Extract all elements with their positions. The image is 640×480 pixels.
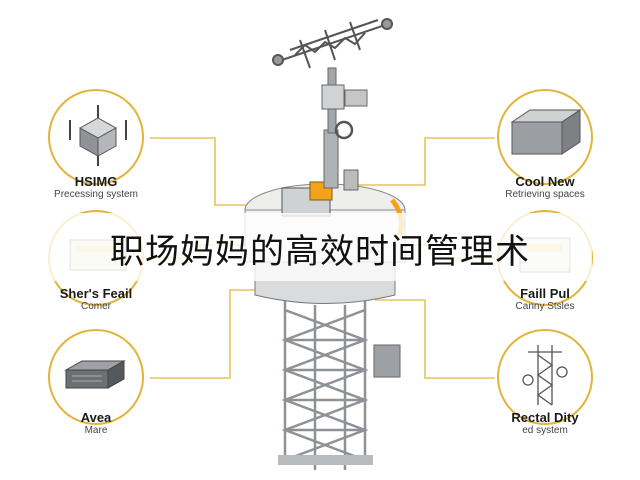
callout-label-5: Avea Mare	[26, 410, 166, 437]
callout-circle-6	[497, 329, 593, 425]
server-box-icon	[64, 360, 126, 389]
callout-title: Rectal Dity	[511, 410, 579, 425]
antenna-mast	[321, 67, 368, 189]
callout-subtitle: Comer	[80, 301, 111, 312]
callout-title: HSIMG	[74, 174, 118, 189]
processing-module-icon	[69, 105, 127, 166]
mini-tower-icon	[522, 345, 568, 406]
callout-label-6: Rectal Dity ed system	[475, 410, 615, 437]
antenna-array	[272, 18, 393, 69]
headline-banner	[48, 213, 592, 281]
callout-title: Avea	[80, 410, 112, 425]
callout-subtitle: Precessing system	[54, 189, 138, 200]
callout-label-4: Faill Pul Canny Stsles	[475, 286, 615, 313]
callout-subtitle: Mare	[84, 425, 108, 436]
cooling-box-icon	[510, 109, 582, 155]
headline-overlay-text: 职场妈妈的高效时间管理术	[110, 232, 530, 272]
callout-label-1: HSIMG Precessing system	[26, 174, 166, 201]
callout-subtitle: ed system	[522, 425, 568, 436]
tower-base-plate	[278, 455, 373, 465]
callout-title: Cool New	[515, 174, 575, 189]
callout-title: Faill Pul	[520, 286, 570, 301]
callout-subtitle: Canny Stsles	[515, 301, 575, 312]
control-unit	[281, 169, 359, 217]
callout-label-3: Sher's Feail Comer	[26, 286, 166, 313]
lattice-tower	[281, 300, 369, 470]
callout-subtitle: Retrieving spaces	[505, 189, 585, 200]
callout-label-2: Cool New Retrieving spaces	[475, 174, 615, 201]
side-cabinet	[373, 344, 401, 378]
callout-title: Sher's Feail	[59, 286, 133, 301]
